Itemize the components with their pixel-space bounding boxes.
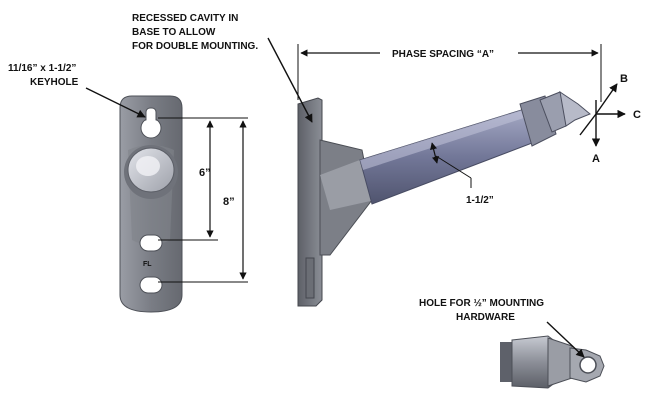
cavity-label-line1: RECESSED CAVITY IN [132,13,238,24]
cavity-label-line2: BASE TO ALLOW [132,27,216,38]
axis-b-label: B [620,73,628,85]
axis-a-label: A [592,153,600,165]
dimension-6in: 6” [158,117,218,241]
dimension-8in: 8” [158,117,248,283]
keyhole-leader [85,87,146,118]
mounting-slot-upper [139,234,163,252]
axis-c-label: C [633,109,641,121]
phase-spacing-dimension: PHASE SPACING “A” [297,44,602,102]
eye-fitting [500,335,605,389]
cavity-leader [267,37,313,123]
side-view-bracket [297,90,591,307]
side-base-plate [297,97,323,307]
mounting-slot-lower [139,276,163,294]
axis-indicator: B C A [579,73,641,165]
plate-mark: FL [143,261,152,268]
hole-label-line2: HARDWARE [456,312,515,323]
dim-8-label: 8” [223,196,235,208]
phase-spacing-label: PHASE SPACING “A” [392,49,494,60]
rod-diameter-dimension: 1-1/2” [430,142,494,206]
mounting-hole [579,356,597,374]
hole-leader [546,321,585,358]
keyhole [140,107,162,139]
mounting-boss [124,145,178,199]
cavity-label-line3: FOR DOUBLE MOUNTING. [132,41,258,52]
keyhole-size-label: 11/16” x 1-1/2” [8,63,76,74]
keyhole-label: KEYHOLE [30,77,79,88]
dim-1-5-label: 1-1/2” [466,195,494,206]
front-view-plate: FL [119,95,183,313]
dim-6-label: 6” [199,167,211,179]
hole-label-line1: HOLE FOR ½” MOUNTING [419,298,544,309]
